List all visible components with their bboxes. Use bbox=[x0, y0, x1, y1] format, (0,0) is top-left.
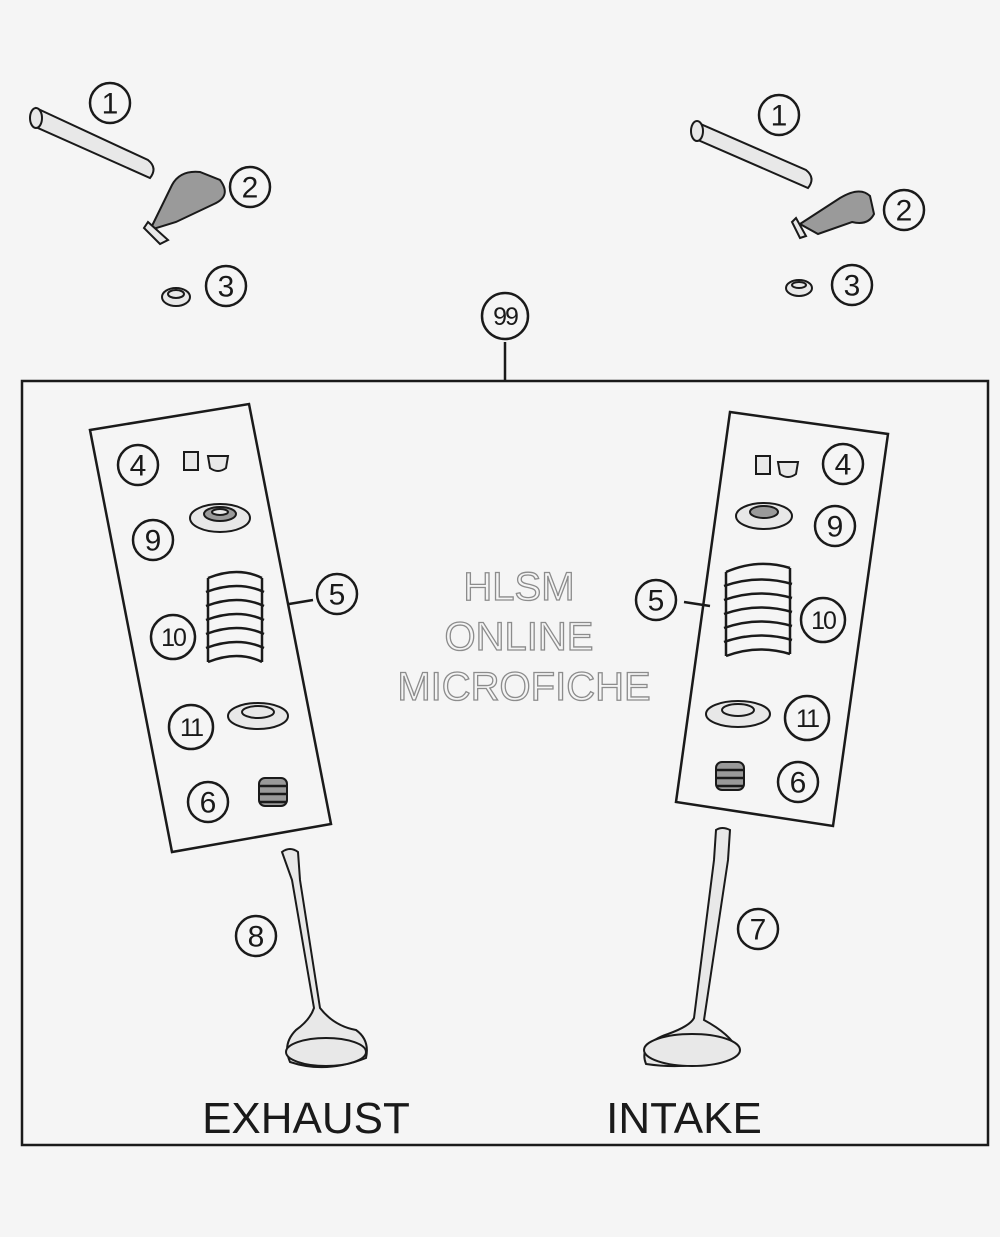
watermark-line-1: HLSM bbox=[463, 565, 574, 609]
watermark-line-2: ONLINE bbox=[445, 615, 594, 659]
callout-11-intake[interactable]: 11 bbox=[783, 694, 831, 742]
watermark: HLSM ONLINE MICROFICHE bbox=[397, 564, 652, 709]
spring-seat-intake[interactable] bbox=[705, 700, 771, 728]
callout-5-exhaust[interactable]: 5 bbox=[315, 572, 359, 616]
callout-1-exhaust[interactable]: 1 bbox=[88, 81, 132, 125]
svg-text:10: 10 bbox=[161, 624, 186, 652]
callout-6-exhaust[interactable]: 6 bbox=[186, 780, 230, 824]
valve-spring-intake[interactable] bbox=[723, 562, 793, 658]
spring-retainer-intake[interactable] bbox=[735, 502, 793, 530]
rocker-shaft-exhaust[interactable] bbox=[29, 106, 155, 180]
callout-4-intake[interactable]: 4 bbox=[821, 442, 865, 486]
spring-seat-exhaust[interactable] bbox=[227, 702, 289, 730]
svg-text:1: 1 bbox=[102, 88, 119, 121]
callout-9-exhaust[interactable]: 9 bbox=[131, 518, 175, 562]
callout-7[interactable]: 7 bbox=[736, 907, 780, 951]
svg-text:4: 4 bbox=[130, 450, 147, 483]
svg-text:2: 2 bbox=[896, 195, 913, 228]
intake-spring-kit-box bbox=[674, 410, 890, 828]
callout-99[interactable]: 99 bbox=[480, 291, 530, 341]
svg-text:6: 6 bbox=[790, 767, 807, 800]
callout-4-exhaust[interactable]: 4 bbox=[116, 443, 160, 487]
svg-text:10: 10 bbox=[811, 607, 836, 635]
svg-text:5: 5 bbox=[329, 579, 346, 612]
svg-text:6: 6 bbox=[200, 787, 217, 820]
kit-frame bbox=[20, 379, 990, 1147]
exhaust-valve[interactable] bbox=[280, 848, 368, 1069]
exhaust-label: EXHAUST bbox=[202, 1094, 410, 1143]
svg-text:99: 99 bbox=[493, 303, 518, 331]
svg-text:3: 3 bbox=[218, 271, 235, 304]
callout-5-intake[interactable]: 5 bbox=[634, 578, 678, 622]
exhaust-kit-leader bbox=[288, 598, 314, 606]
callout-3-intake[interactable]: 3 bbox=[830, 263, 874, 307]
valve-spring-exhaust[interactable] bbox=[205, 570, 265, 664]
svg-text:11: 11 bbox=[796, 705, 819, 733]
svg-text:1: 1 bbox=[771, 100, 788, 133]
callout-2-exhaust[interactable]: 2 bbox=[228, 165, 272, 209]
intake-kit-leader bbox=[683, 600, 711, 608]
shim-exhaust[interactable] bbox=[161, 287, 191, 307]
watermark-line-3: MICROFICHE bbox=[397, 665, 650, 709]
svg-text:11: 11 bbox=[180, 714, 203, 742]
rocker-arm-exhaust[interactable] bbox=[142, 170, 226, 246]
callout-9-intake[interactable]: 9 bbox=[813, 504, 857, 548]
exhaust-spring-kit-box bbox=[88, 402, 333, 854]
svg-text:2: 2 bbox=[242, 172, 259, 205]
callout-11-exhaust[interactable]: 11 bbox=[167, 703, 215, 751]
svg-text:9: 9 bbox=[145, 525, 162, 558]
callout-10-intake[interactable]: 10 bbox=[799, 596, 847, 644]
svg-text:9: 9 bbox=[827, 511, 844, 544]
valve-stem-seal-exhaust[interactable] bbox=[258, 777, 288, 807]
svg-text:5: 5 bbox=[648, 585, 665, 618]
valve-keepers-exhaust[interactable] bbox=[183, 451, 230, 472]
valve-keepers-intake[interactable] bbox=[755, 455, 800, 478]
callout-10-exhaust[interactable]: 10 bbox=[149, 613, 197, 661]
callout-8[interactable]: 8 bbox=[234, 914, 278, 958]
callout-1-intake[interactable]: 1 bbox=[757, 93, 801, 137]
callout-2-intake[interactable]: 2 bbox=[882, 188, 926, 232]
svg-text:8: 8 bbox=[248, 921, 265, 954]
intake-label: INTAKE bbox=[606, 1094, 762, 1143]
svg-text:7: 7 bbox=[750, 914, 767, 947]
svg-text:3: 3 bbox=[844, 270, 861, 303]
callout-6-intake[interactable]: 6 bbox=[776, 760, 820, 804]
spring-retainer-exhaust[interactable] bbox=[189, 503, 251, 533]
rocker-shaft-intake[interactable] bbox=[690, 120, 813, 190]
valve-stem-seal-intake[interactable] bbox=[715, 761, 745, 791]
callout-3-exhaust[interactable]: 3 bbox=[204, 264, 248, 308]
svg-text:4: 4 bbox=[835, 449, 852, 482]
intake-valve[interactable] bbox=[643, 827, 741, 1068]
rocker-arm-intake[interactable] bbox=[790, 190, 876, 240]
shim-intake[interactable] bbox=[785, 279, 813, 297]
